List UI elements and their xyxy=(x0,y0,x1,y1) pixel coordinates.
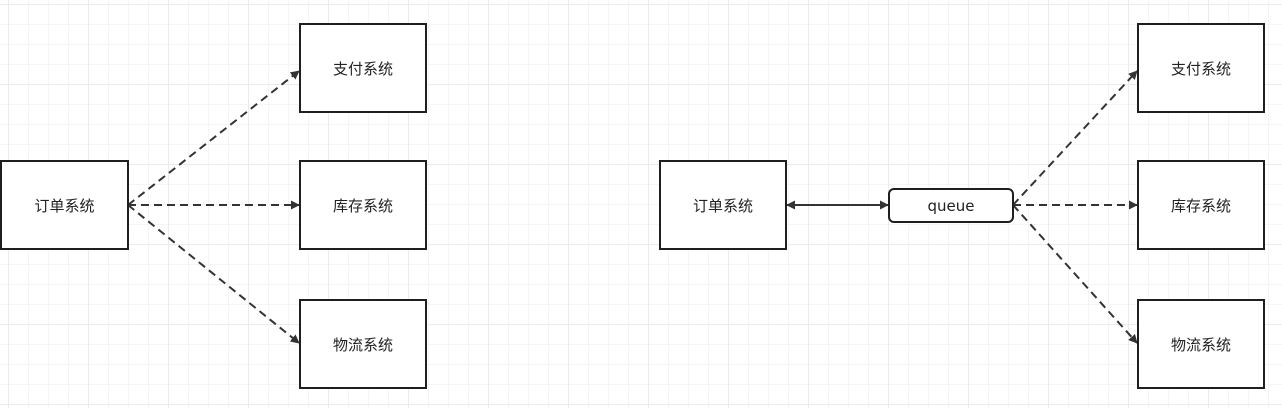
right-order-system-label: 订单系统 xyxy=(692,196,753,215)
right-payment-system-node[interactable]: 支付系统 xyxy=(1137,23,1265,113)
edge-queue-to-payment xyxy=(1012,70,1138,206)
right-order-system-node[interactable]: 订单系统 xyxy=(659,160,787,250)
edge-order-to-payment xyxy=(127,70,300,206)
left-order-system-node[interactable]: 订单系统 xyxy=(0,160,129,250)
right-logistics-system-node[interactable]: 物流系统 xyxy=(1137,299,1265,389)
left-payment-system-node[interactable]: 支付系统 xyxy=(299,23,427,113)
edge-order-to-logistics xyxy=(127,204,300,344)
right-payment-system-label: 支付系统 xyxy=(1170,59,1231,78)
left-logistics-system-node[interactable]: 物流系统 xyxy=(299,299,427,389)
right-inventory-system-node[interactable]: 库存系统 xyxy=(1137,160,1265,250)
left-order-system-label: 订单系统 xyxy=(34,196,95,215)
edge-queue-to-logistics xyxy=(1012,204,1138,344)
right-logistics-system-label: 物流系统 xyxy=(1170,335,1231,354)
left-logistics-system-label: 物流系统 xyxy=(332,335,393,354)
left-payment-system-label: 支付系统 xyxy=(332,59,393,78)
left-inventory-system-node[interactable]: 库存系统 xyxy=(299,160,427,250)
queue-node[interactable]: queue xyxy=(888,188,1014,223)
left-inventory-system-label: 库存系统 xyxy=(332,196,393,215)
queue-label: queue xyxy=(927,196,975,215)
right-inventory-system-label: 库存系统 xyxy=(1170,196,1231,215)
